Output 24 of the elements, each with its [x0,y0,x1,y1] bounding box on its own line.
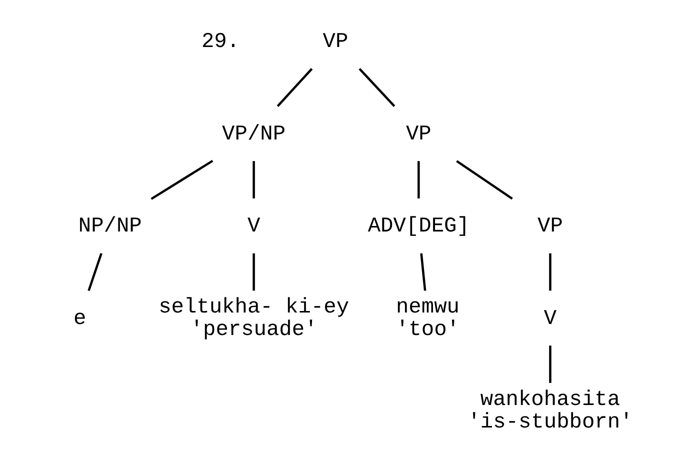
node-text: VP [406,122,432,146]
node-text: NP/NP [78,214,142,239]
node-text: V [247,214,260,239]
connector [418,161,420,198]
node-text: VP/NP [222,122,286,146]
node-text: wankohasita 'is-stubborn' [468,388,633,434]
connector [549,346,552,383]
node-text: VP [538,214,563,239]
connector [358,68,396,107]
node-text: nemwu 'too' [396,296,460,342]
node-text: seltukha- ki-ey 'persuade' [158,296,350,342]
connector [88,252,102,292]
connector [150,160,214,200]
node-text: VP [322,30,348,54]
connector [420,253,426,291]
connector [276,68,313,107]
node-text: e [74,306,86,331]
connector [252,161,255,198]
connector [252,253,255,291]
label: 29. [201,30,240,54]
node-text: ADV[DEG] [368,214,470,239]
connector [456,160,513,200]
connector [549,253,552,291]
node-text: V [544,306,557,331]
